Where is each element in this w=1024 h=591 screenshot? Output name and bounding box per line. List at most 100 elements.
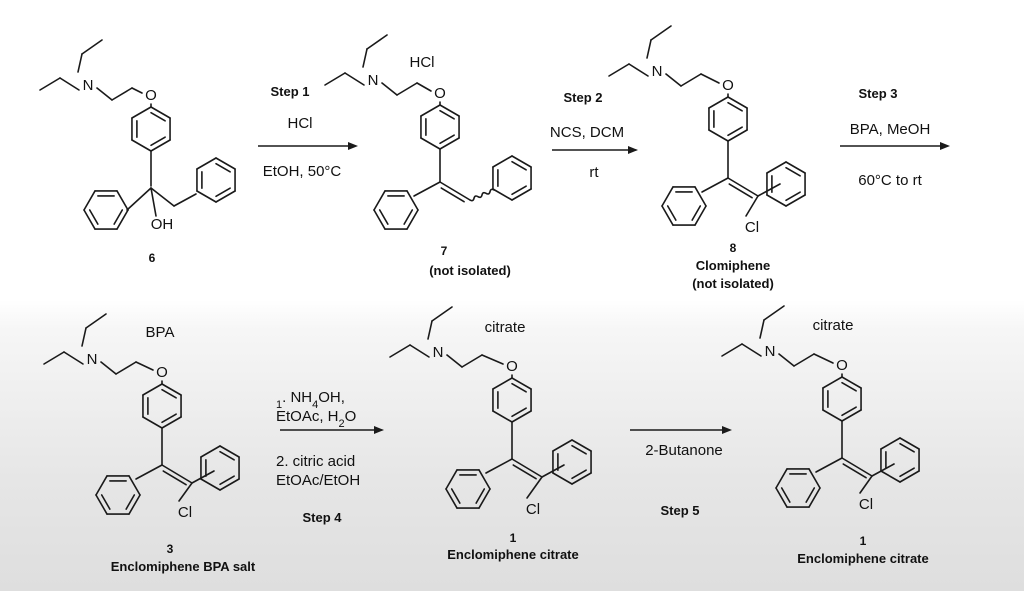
- bond: [111, 87, 133, 101]
- bond: [389, 344, 411, 358]
- reagent-line-3: 2. citric acid: [276, 453, 355, 470]
- atom-cl: Cl: [745, 219, 759, 236]
- ring-bond: [150, 106, 171, 119]
- ring-bond: [95, 475, 108, 496]
- ring-bond: [708, 96, 729, 109]
- atom-oh: OH: [151, 216, 174, 233]
- c-cl-bond: [178, 482, 193, 502]
- reagent-above: 2-Butanone: [645, 442, 723, 459]
- ring-bond: [822, 376, 843, 389]
- compound-number: 8: [730, 241, 737, 255]
- bond: [381, 82, 398, 96]
- atom-o: O: [722, 77, 734, 94]
- ring-bond: [899, 470, 920, 483]
- step-label: Step 1: [270, 84, 309, 99]
- bond: [650, 25, 672, 41]
- ring-bond: [116, 209, 129, 230]
- ring-bond: [552, 472, 573, 485]
- bond: [701, 177, 729, 193]
- compound-1-citrate-b: citrate N O Cl 1 Enclomiphene citrate: [765, 317, 929, 566]
- bond: [77, 53, 83, 73]
- c-cl-bond: [526, 476, 543, 499]
- ring-bond: [694, 186, 707, 207]
- ring-bond: [899, 437, 920, 450]
- ring-inner-bond: [150, 136, 166, 147]
- arrow-head: [722, 426, 732, 434]
- ring-inner-bond: [841, 406, 857, 417]
- counter-ion: citrate: [485, 319, 526, 336]
- compound-name: Clomiphene: [696, 258, 770, 273]
- ring-inner-bond: [727, 126, 743, 137]
- ring-inner-bond: [899, 442, 915, 453]
- step-4: 1. NH4OH, EtOAc, H2O 2. citric acid EtOA…: [276, 389, 384, 525]
- double-bond-inner: [440, 187, 465, 203]
- bond: [324, 72, 346, 86]
- c-cl-bond: [745, 195, 759, 217]
- bond: [150, 187, 157, 217]
- ring-bond: [128, 494, 141, 515]
- compound-number: 1: [510, 531, 517, 545]
- bond: [396, 82, 418, 96]
- counter-ion: HCl: [410, 54, 435, 71]
- bond: [115, 361, 137, 375]
- bond: [446, 354, 463, 368]
- ring-bond: [492, 155, 513, 168]
- bond: [126, 187, 152, 211]
- arrow-head: [348, 142, 358, 150]
- reagent-below: rt: [589, 164, 599, 181]
- bond: [81, 39, 103, 55]
- ring-bond: [492, 377, 513, 390]
- counter-ion: citrate: [813, 317, 854, 334]
- ring-bond: [511, 155, 532, 168]
- compound-number: 3: [167, 542, 174, 556]
- step-2: Step 2 NCS, DCM rt: [550, 90, 638, 181]
- compound-number: 1: [860, 534, 867, 548]
- counter-ion: BPA: [146, 324, 175, 341]
- ring-bond: [492, 410, 513, 423]
- c-cl-bond: [859, 475, 873, 494]
- ring-bond: [708, 129, 729, 142]
- bond: [431, 306, 453, 322]
- arrow-head: [374, 426, 384, 434]
- ring-bond: [215, 190, 236, 203]
- double-bond: [841, 457, 873, 477]
- ring-bond: [219, 478, 240, 491]
- bond: [409, 344, 430, 358]
- arrow-head: [940, 142, 950, 150]
- atom-n: N: [83, 77, 94, 94]
- ring-inner-bond: [841, 381, 857, 392]
- bond: [608, 63, 630, 77]
- ring-bond: [727, 129, 748, 142]
- ring-inner-bond: [691, 205, 702, 221]
- compound-name: (not isolated): [429, 263, 511, 278]
- reagent-above: BPA, MeOH: [850, 121, 931, 138]
- ring-inner-bond: [161, 388, 177, 399]
- ring-bond: [373, 209, 386, 230]
- ring-bond: [511, 377, 532, 390]
- ring-inner-bond: [511, 407, 527, 418]
- bond: [344, 72, 365, 86]
- ring-bond: [95, 494, 108, 515]
- ring-bond: [808, 468, 821, 489]
- step-label: Step 3: [858, 86, 897, 101]
- bond: [680, 73, 702, 87]
- bond: [427, 320, 433, 340]
- ring-bond: [150, 139, 171, 152]
- ring-inner-bond: [571, 444, 587, 455]
- compound-number: 7: [441, 244, 448, 258]
- reagent-below: EtOH, 50°C: [263, 163, 342, 180]
- ring-bond: [142, 383, 163, 396]
- atom-o: O: [434, 85, 446, 102]
- ring-bond: [161, 383, 182, 396]
- ring-bond: [492, 188, 513, 201]
- bond: [96, 87, 113, 101]
- bond: [59, 77, 80, 91]
- bond: [461, 354, 483, 368]
- ring-inner-bond: [785, 191, 801, 202]
- bond: [665, 73, 682, 87]
- ring-bond: [83, 209, 96, 230]
- ring-inner-bond: [571, 469, 587, 480]
- ring-bond: [841, 409, 862, 422]
- ring-inner-bond: [219, 475, 235, 486]
